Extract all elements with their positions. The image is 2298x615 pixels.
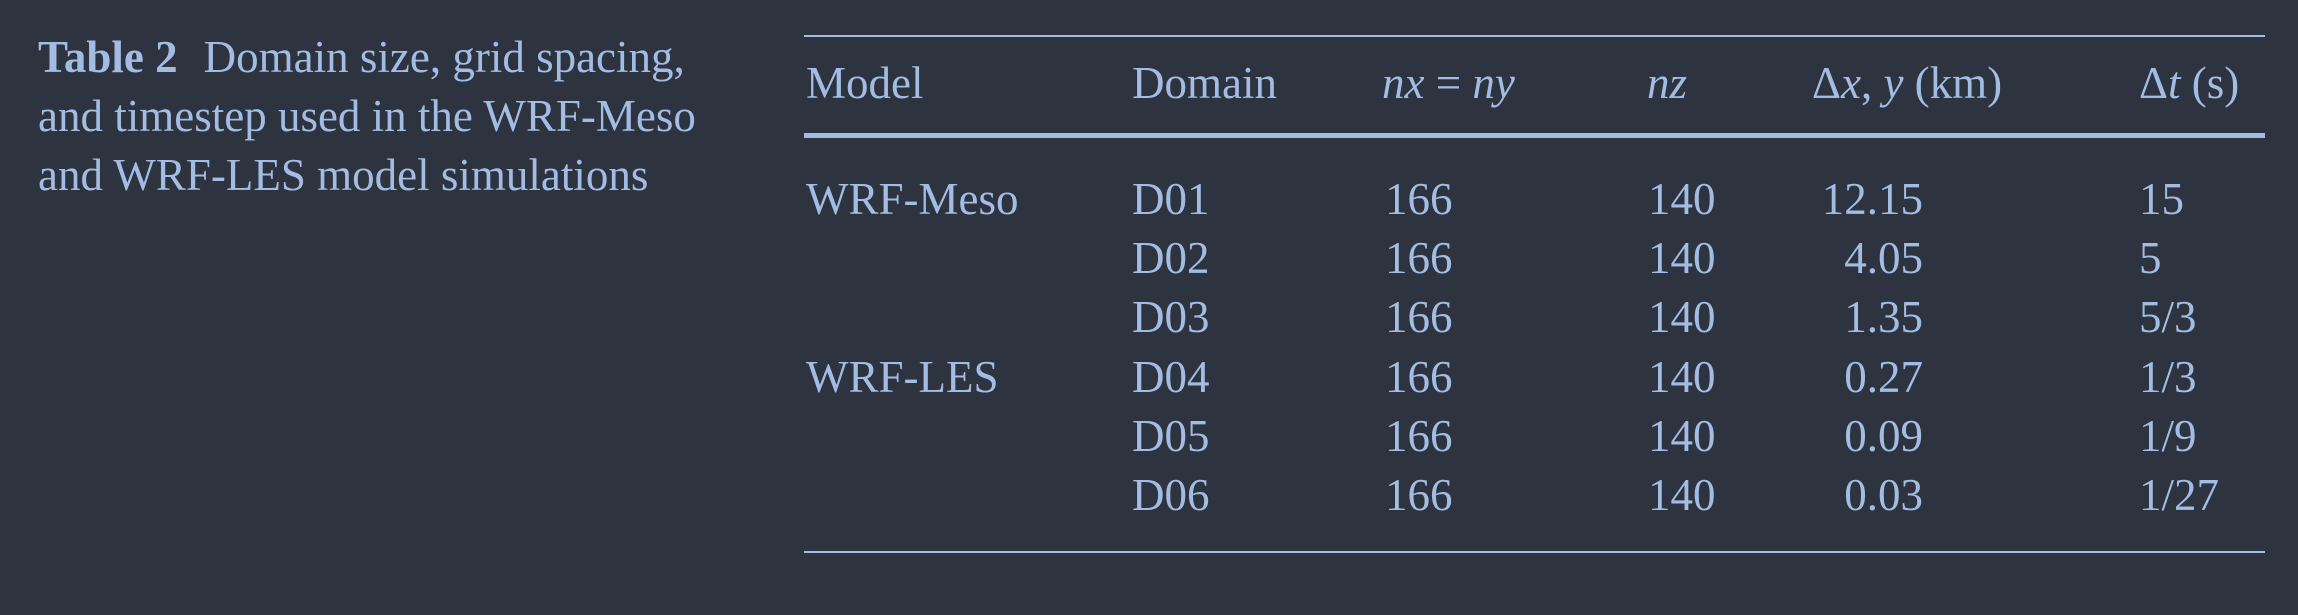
table-caption-text: Domain size, grid spacing, and timestep … — [38, 32, 696, 200]
cell-nz: 140 — [1648, 292, 1716, 342]
cell-nz: 140 — [1648, 470, 1716, 520]
cell-domain: D04 — [1132, 352, 1210, 402]
cell-dt: 15 — [2139, 174, 2184, 224]
cell-dt: 5/3 — [2139, 292, 2197, 342]
cell-dt: 1/27 — [2139, 470, 2220, 520]
header-nx-ny: nx = ny — [1382, 58, 1515, 108]
cell-nx-ny: 166 — [1385, 352, 1453, 402]
cell-dxy: 4.05 — [1844, 233, 1923, 283]
cell-dt: 1/9 — [2139, 411, 2197, 461]
cell-nx-ny: 166 — [1385, 292, 1453, 342]
cell-nx-ny: 166 — [1385, 411, 1453, 461]
header-dt-unit: (s) — [2180, 58, 2240, 108]
cell-dxy: 0.09 — [1844, 411, 1923, 461]
cell-dxy: 0.27 — [1844, 352, 1923, 402]
cell-nx-ny: 166 — [1385, 470, 1453, 520]
cell-domain: D03 — [1132, 292, 1210, 342]
cell-nz: 140 — [1648, 233, 1716, 283]
cell-dxy: 0.03 — [1844, 470, 1923, 520]
cell-dxy: 1.35 — [1844, 292, 1923, 342]
header-nx: nx — [1382, 58, 1425, 108]
cell-dxy: 12.15 — [1821, 174, 1923, 224]
header-ny: ny — [1472, 58, 1515, 108]
cell-domain: D06 — [1132, 470, 1210, 520]
header-equals: = — [1435, 58, 1462, 108]
table-top-rule — [804, 35, 2265, 37]
cell-domain: D05 — [1132, 411, 1210, 461]
cell-domain: D01 — [1132, 174, 1210, 224]
table-bottom-rule — [804, 551, 2265, 553]
header-dxy-unit: (km) — [1903, 58, 2003, 108]
cell-model: WRF-Meso — [806, 174, 1019, 224]
header-dxy-sep: , — [1860, 58, 1884, 108]
cell-nx-ny: 166 — [1385, 174, 1453, 224]
cell-nz: 140 — [1648, 174, 1716, 224]
header-dxy-y: y — [1883, 58, 1904, 108]
header-dxy-x: x — [1840, 58, 1861, 108]
header-nz: nz — [1647, 58, 1688, 108]
cell-model: WRF-LES — [806, 352, 999, 402]
cell-dt: 5 — [2139, 233, 2162, 283]
header-dt-delta: Δ — [2139, 58, 2168, 108]
cell-dt: 1/3 — [2139, 352, 2197, 402]
cell-nz: 140 — [1648, 352, 1716, 402]
cell-domain: D02 — [1132, 233, 1210, 283]
header-dxy: Δx, y (km) — [1812, 58, 2002, 108]
header-dt: Δt (s) — [2139, 58, 2239, 108]
cell-nx-ny: 166 — [1385, 233, 1453, 283]
table-header-rule — [804, 133, 2265, 138]
cell-nz: 140 — [1648, 411, 1716, 461]
table-caption-label: Table 2 — [38, 32, 178, 82]
header-dt-t: t — [2167, 58, 2181, 108]
header-dxy-delta: Δ — [1812, 58, 1841, 108]
header-domain: Domain — [1132, 58, 1277, 108]
header-model: Model — [806, 58, 924, 108]
